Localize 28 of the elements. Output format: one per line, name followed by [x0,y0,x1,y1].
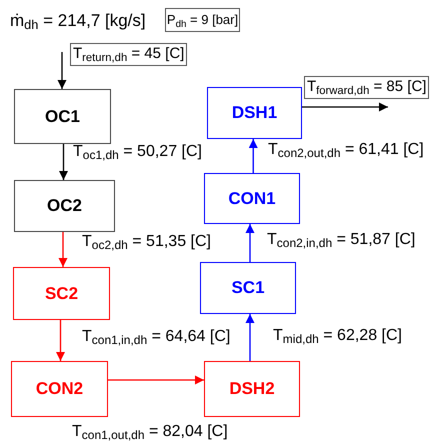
component-box: CON1 [204,173,300,224]
edge-label: T$_{con1,in,dh}$ = 64,64 [C] [82,327,230,347]
component-box: DSH2 [204,361,300,417]
arrow [59,144,68,180]
arrow [302,102,388,112]
component-box: SC1 [200,262,296,314]
component-box: CON2 [11,361,108,417]
edge-label: T$_{con2,out,dh}$ = 61,41 [C] [268,140,424,160]
value-tag: T$_{forward,dh}$ = 85 [C] [304,76,430,99]
component-box: DSH1 [207,87,302,139]
arrow [58,52,66,89]
component-box: OC2 [14,180,115,232]
arrow [246,314,254,361]
component-box: SC2 [13,267,110,320]
arrow [248,139,258,173]
value-tag: T$_{return,dh}$ = 45 [C] [70,43,188,66]
edge-label: T$_{oc2,dh}$ = 51,35 [C] [82,232,211,252]
component-box: OC1 [14,89,111,144]
value-box: P$_{dh}$ = 9 [bar] [165,8,240,32]
edge-label: T$_{mid,dh}$ = 62,28 [C] [273,326,402,346]
edge-label: T$_{con1,out,dh}$ = 82,04 [C] [72,422,228,442]
arrow [246,224,254,262]
arrow [56,320,65,361]
edge-label: T$_{oc1,dh}$ = 50,27 [C] [73,142,202,162]
arrow [58,232,68,267]
arrow [108,376,204,384]
edge-label: T$_{con2,in,dh}$ = 51,87 [C] [267,230,416,250]
flow-rate-label: ṁ$_{dh}$ = 214,7 [kg/s] [10,10,146,34]
